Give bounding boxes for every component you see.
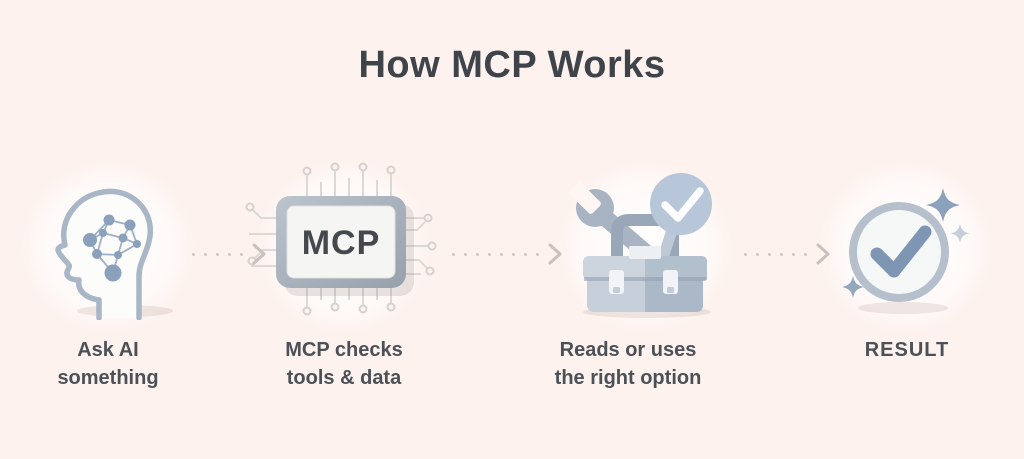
- chevron-right-icon: [252, 243, 266, 265]
- page-title: How MCP Works: [358, 44, 666, 86]
- chevron-right-icon: [816, 243, 830, 265]
- sparkle-large: [926, 188, 960, 222]
- chevron-right-icon: [548, 243, 562, 265]
- check-badge: [650, 173, 712, 235]
- step-label-line: something: [57, 367, 159, 389]
- step-label-line: tools & data: [286, 367, 402, 389]
- mcp-chip-icon: MCP: [245, 162, 437, 316]
- connector-arrow: [192, 243, 266, 265]
- step-label-line: MCP checks: [285, 339, 403, 361]
- connector-arrow: [452, 243, 562, 265]
- connector-arrow: [744, 243, 830, 265]
- sparkle-small: [950, 224, 970, 243]
- sparkle-bottom-left: [842, 276, 864, 298]
- toolbox-check-icon: [569, 173, 712, 318]
- step-label-ask-ai: Ask AI something: [0, 336, 238, 392]
- step-label-line: Reads or uses: [559, 339, 697, 361]
- step-label-reads-or-uses: Reads or uses the right option: [498, 336, 758, 392]
- result-check-icon: [842, 188, 970, 314]
- step-label-mcp-checks: MCP checks tools & data: [214, 336, 474, 392]
- head-brain-icon: [55, 188, 173, 320]
- step-label-line: the right option: [554, 367, 702, 389]
- chip-label: MCP: [302, 224, 381, 262]
- step-label-result: RESULT: [777, 336, 1024, 364]
- step-label-line: RESULT: [864, 339, 950, 361]
- step-label-line: Ask AI: [77, 339, 139, 361]
